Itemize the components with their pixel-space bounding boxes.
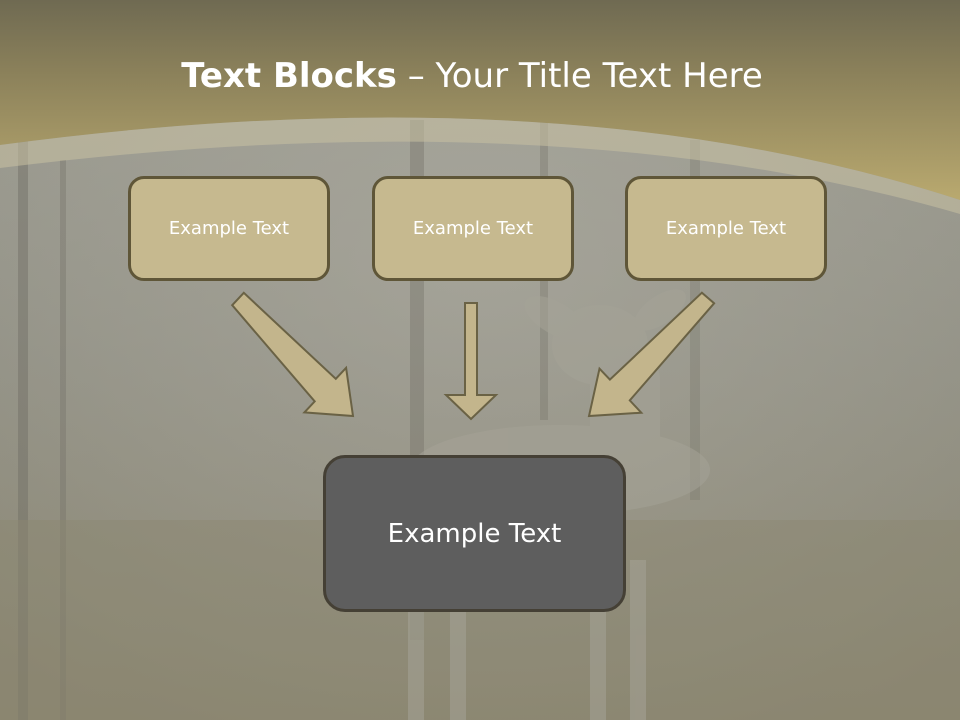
- text-block-2-label: Example Text: [412, 218, 534, 239]
- text-block-3: Example Text: [625, 176, 827, 281]
- text-block-2: Example Text: [372, 176, 574, 281]
- arrow-left: [230, 291, 355, 418]
- main-text-block-label: Example Text: [387, 518, 562, 549]
- slide-title: Text Blocks – Your Title Text Here: [0, 52, 944, 100]
- main-text-block: Example Text: [323, 455, 626, 612]
- text-block-1-label: Example Text: [168, 218, 290, 239]
- arrow-right: [587, 291, 716, 418]
- arrow-center: [443, 302, 499, 421]
- text-block-3-label: Example Text: [665, 218, 787, 239]
- title-rest-part: – Your Title Text Here: [396, 56, 763, 96]
- title-bold-part: Text Blocks: [181, 56, 397, 96]
- text-block-1: Example Text: [128, 176, 330, 281]
